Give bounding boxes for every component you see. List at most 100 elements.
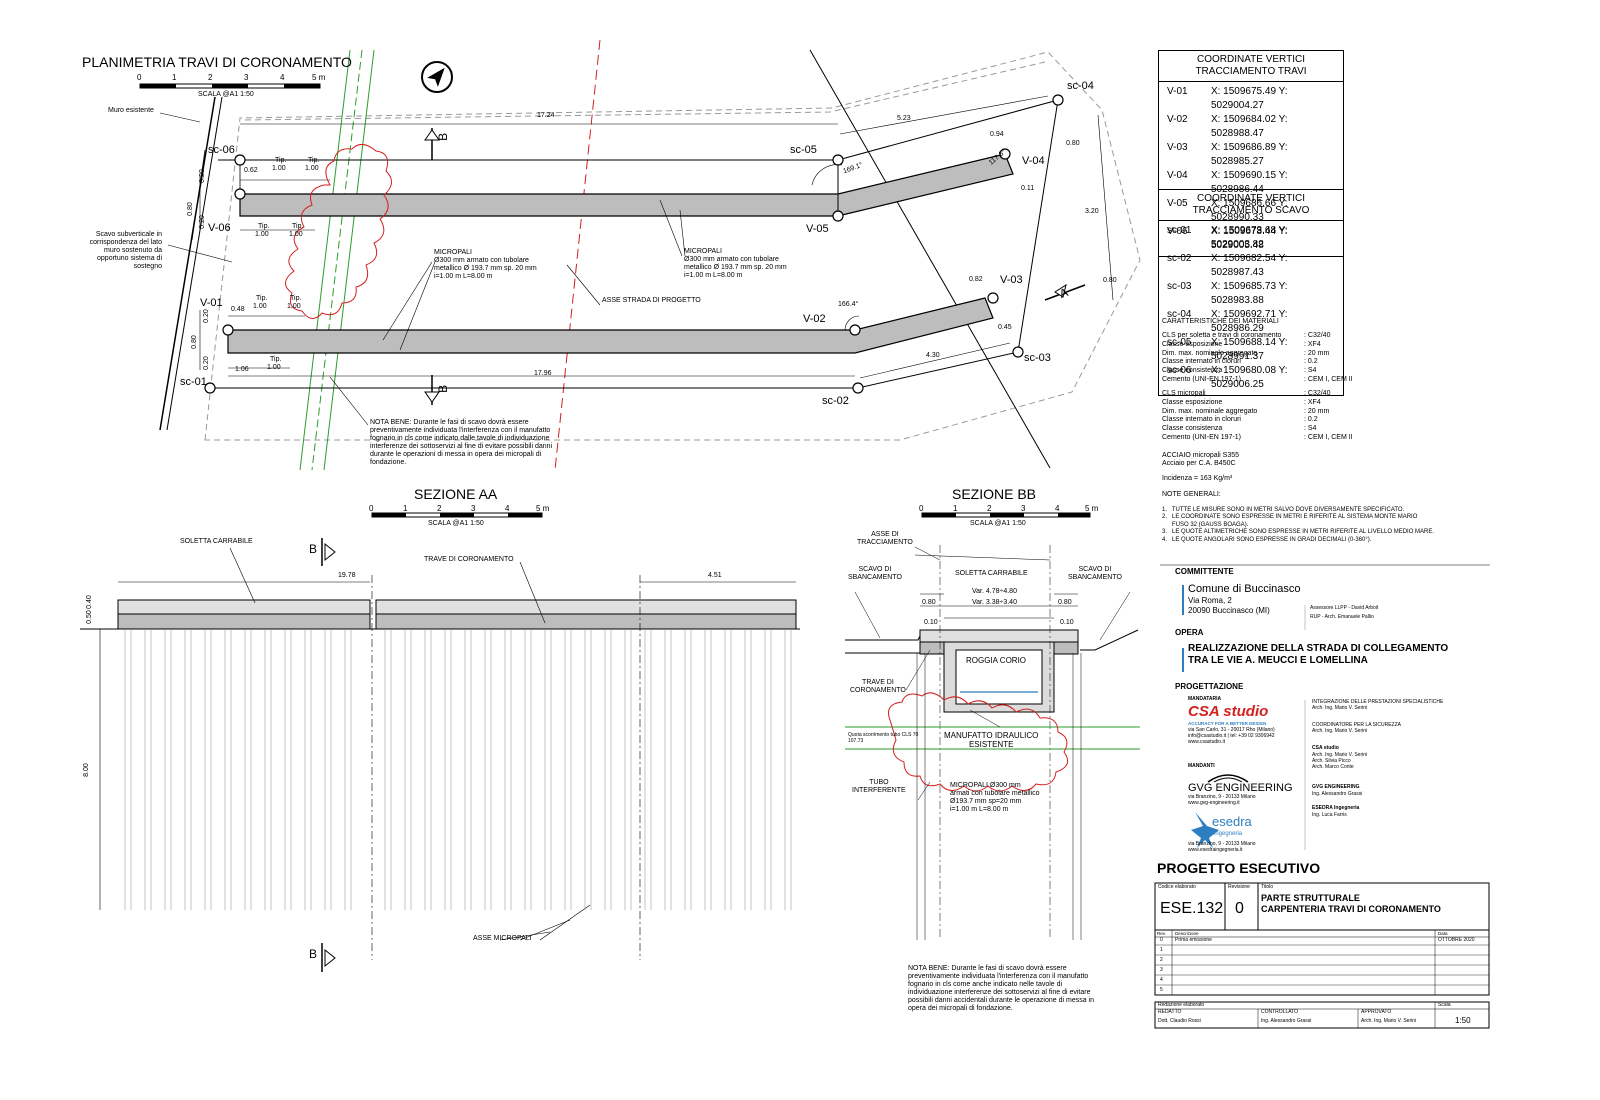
section-b-label: B (309, 542, 318, 556)
scale-tick: 0 (137, 73, 142, 82)
csa-address: via San Carlo, 31 - 20017 Rho (Milano) i… (1188, 727, 1275, 745)
coord-point-name: sc-05 (1167, 337, 1192, 348)
coord-point-name: sc-06 (1167, 365, 1192, 376)
coord-value: X: 1509692.71 Y: 5028986.29 (1210, 309, 1288, 334)
tip-label: Tip. (292, 223, 304, 230)
scale-tick: 2 (987, 504, 992, 513)
rev-number: 1 (1160, 947, 1163, 953)
material-value: : CEM I, CEM II (1304, 433, 1353, 441)
coord-point-name: sc-03 (1167, 281, 1192, 292)
dim-label: 3.20 (1085, 208, 1099, 215)
opera-line2: TRA LE VIE A. MEUCCI E LOMELLINA (1188, 655, 1368, 666)
material-value: : S4 (1304, 367, 1317, 375)
note-item: 4. LE QUOTE ANGOLARI SONO ESPRESSE IN GR… (1162, 536, 1372, 543)
coord-point-name: V-02 (1167, 114, 1188, 125)
asse-tracciamento-label: ASSE DI TRACCIAMENTO (857, 531, 913, 547)
tip-label: Tip. (275, 157, 287, 164)
material-row: CLS per soletta e travi di coronamento: … (1162, 332, 1353, 341)
approvato-value: Arch. Ing. Mario V. Serini (1361, 1018, 1417, 1024)
material-property: Classe consistenza (1162, 425, 1223, 433)
controllato-value: Ing. Alessandro Grassi (1261, 1018, 1312, 1024)
coord-point-name: V-01 (1167, 86, 1188, 97)
esedra-address: via Branzino, 9 - 20133 Milano www.esedr… (1188, 841, 1256, 853)
coord-row: V-02 X: 1509684.02 Y: 5028988.47 (1159, 113, 1343, 141)
dim-label: 0.62 (244, 167, 258, 174)
point-label: sc-02 (822, 395, 849, 407)
vertex-markers (204, 94, 1064, 394)
dim-label: 8.00 (82, 763, 90, 777)
tip-value: 1.00 (267, 364, 281, 371)
redatto-label: REDATTO (1158, 1009, 1182, 1015)
material-property: Classe internato in cloruri (1162, 358, 1241, 366)
dim-label: 0.80 (1058, 599, 1072, 606)
material-value: : 20 mm (1304, 407, 1330, 415)
coord-row: sc-06 X: 1509680.08 Y: 5029006.25 (1159, 364, 1343, 392)
data-header: Data (1438, 931, 1448, 936)
coord-travi-title: COORDINATE VERTICI TRACCIAMENTO TRAVI (1159, 51, 1343, 82)
material-value: : C32/40 (1304, 332, 1331, 339)
point-label: V-03 (1000, 274, 1023, 286)
dim-label: 19.78 (338, 572, 356, 579)
mandataria-label: MANDATARIA (1188, 696, 1222, 702)
coord-value: X: 1509682.54 Y: 5028987.43 (1210, 253, 1288, 278)
committente-addr: Via Roma, 2 (1188, 596, 1232, 605)
micropali-label-2: MICROPALI Ø300 mm armato con tubolare me… (684, 248, 787, 280)
point-label: sc-04 (1067, 80, 1094, 92)
trave-label-aa: TRAVE DI CORONAMENTO (424, 556, 514, 563)
codice-label: Codice elaborato (1158, 884, 1196, 890)
gvg-logo: GVG ENGINEERING (1188, 782, 1293, 794)
coord-value: X: 1509684.02 Y: 5028988.47 (1210, 114, 1288, 139)
scavo-note: Scavo subverticale in corrispondenza del… (89, 231, 162, 271)
redazione-label: Redazione elaborato (1158, 1002, 1205, 1008)
var-label: Var. 3.38÷3.40 (972, 599, 1017, 606)
scale-tick: 3 (1021, 504, 1026, 513)
section-bb-scale: SCALA @A1 1:50 (970, 520, 1026, 527)
coord-scavo-title: COORDINATE VERTICI TRACCIAMENTO SCAVO (1159, 190, 1343, 221)
point-label: sc-01 (180, 376, 207, 388)
tip-label: Tip. (270, 356, 282, 363)
tip-value: 1.00 (272, 165, 286, 172)
micropali-label-1: MICROPALI Ø300 mm armato con tubolare me… (434, 249, 537, 281)
material-value: : 0.2 (1304, 358, 1318, 366)
section-b-label: B (436, 132, 451, 141)
mandanti-label: MANDANTI (1188, 763, 1215, 769)
coordinatore-label: COORDINATORE PER LA SICUREZZA Arch. Ing.… (1312, 722, 1401, 734)
material-row: Dim. max. nominale aggregato: 20 mm (1162, 350, 1353, 359)
coord-value: X: 1509673.68 Y: 5029003.82 (1210, 225, 1288, 250)
materials-cls-list: CLS per soletta e travi di coronamento: … (1162, 332, 1353, 385)
point-label: V-06 (208, 222, 231, 234)
coord-value: X: 1509680.08 Y: 5029006.25 (1210, 365, 1288, 390)
coord-point-name: sc-02 (1167, 253, 1192, 264)
dim-label: 0.80 (1066, 140, 1080, 147)
coord-point-name: V-05 (1167, 198, 1188, 209)
titolo-line1: PARTE STRUTTURALE (1261, 893, 1360, 903)
rev-header: Rev. (1157, 931, 1166, 936)
esedra-sub: ingegneria (1214, 831, 1243, 837)
material-property: Classe esposizione (1162, 340, 1223, 348)
section-aa-title: SEZIONE AA (414, 486, 498, 502)
dim-label: 17.96 (534, 370, 552, 377)
tip-value: 1.00 (289, 231, 303, 238)
plan-title: PLANIMETRIA TRAVI DI CORONAMENTO (82, 54, 352, 70)
revisione-label: Revisione (1228, 884, 1250, 890)
dim-label: 0.80 (186, 202, 194, 216)
incidenza-label: Incidenza = 163 Kg/m³ (1162, 475, 1233, 482)
right-panel-frames (1154, 564, 1490, 1029)
roggia-label: ROGGIA CORIO (966, 656, 1027, 665)
tip-value: 1.00 (305, 165, 319, 172)
soletta-label-bb: SOLETTA CARRABILE (955, 570, 1028, 577)
section-mark-a (1044, 283, 1086, 301)
dim-label: 0.82 (969, 276, 983, 283)
coord-point-name: V-04 (1167, 170, 1188, 181)
north-arrow-icon (421, 61, 453, 93)
dim-label: 4.30 (926, 352, 940, 359)
rev-description: Prima emissione (1175, 937, 1212, 943)
note-item: FUSO 32 (GAUSS BOAGA). (1162, 521, 1249, 528)
point-label: V-04 (1022, 155, 1045, 167)
